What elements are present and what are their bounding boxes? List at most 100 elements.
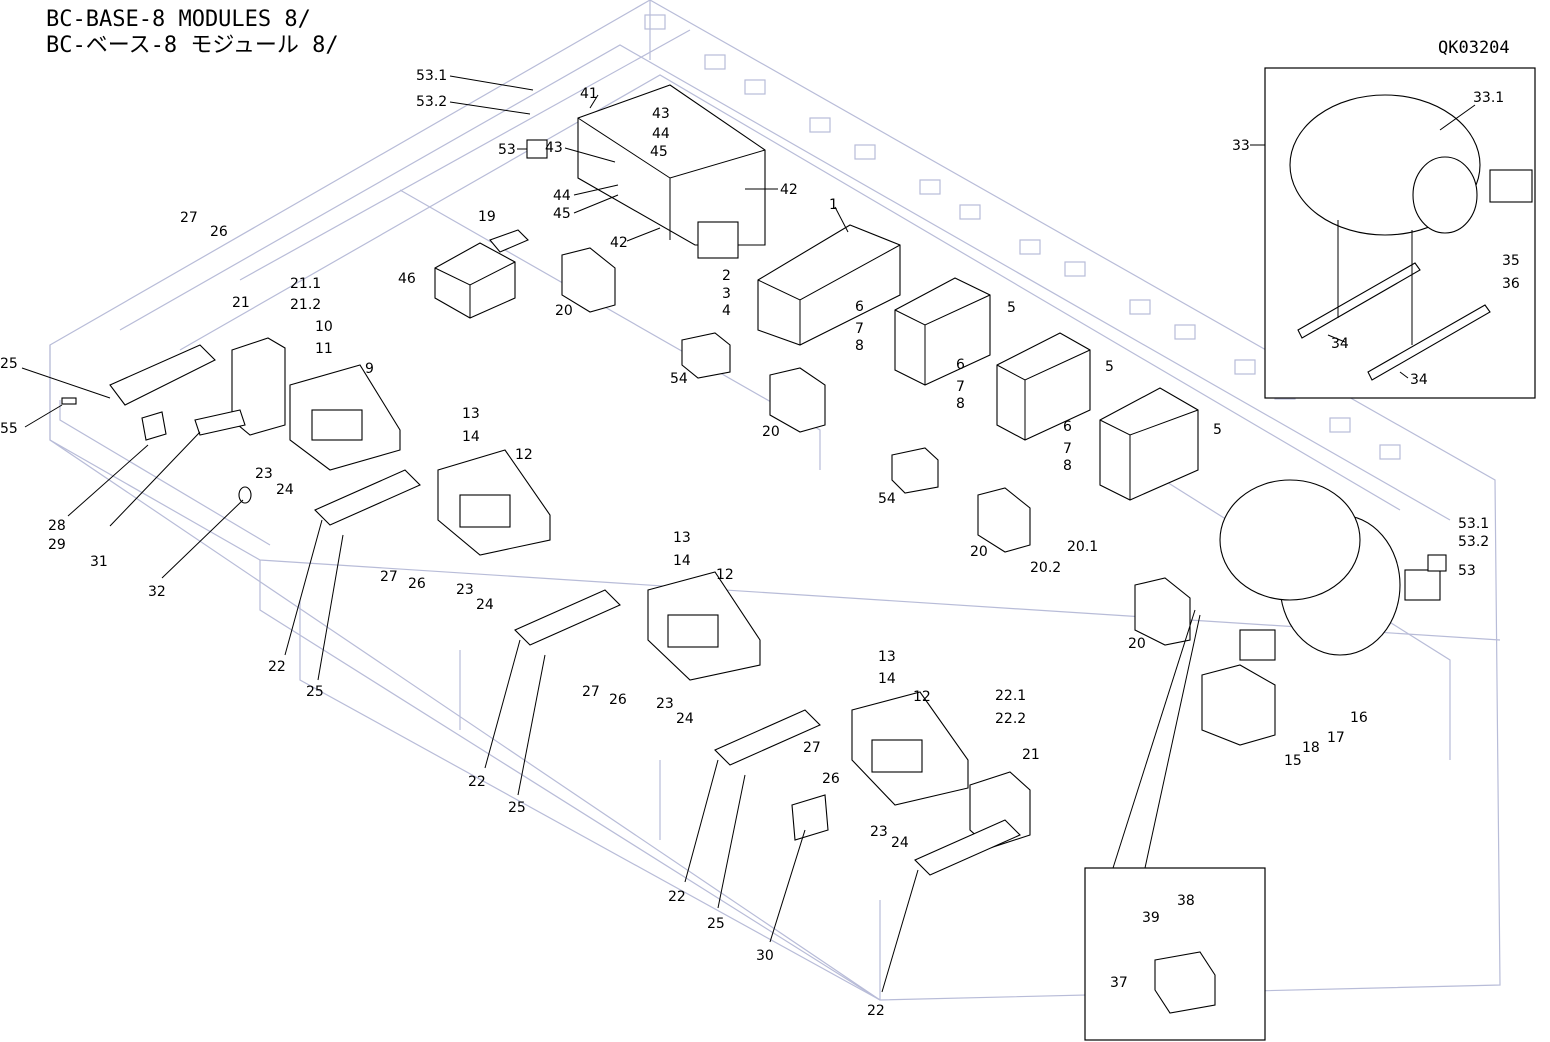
- callout: 5: [1007, 300, 1016, 316]
- leader-lines: [21, 75, 1476, 993]
- callout: 14: [673, 553, 691, 569]
- callout: 27: [582, 684, 600, 700]
- callout: 38: [1177, 893, 1195, 909]
- callout: 27: [180, 210, 198, 226]
- drawing-title-jp: BC-ベース-8 モジュール 8/: [46, 33, 339, 58]
- callout: 33: [1232, 138, 1250, 154]
- callout: 53.2: [416, 94, 447, 110]
- callout: 17: [1327, 730, 1345, 746]
- callout: 7: [1063, 441, 1072, 457]
- callout: 8: [855, 338, 864, 354]
- callout: 22.1: [995, 688, 1026, 704]
- callout: 9: [365, 361, 374, 377]
- callout: 26: [210, 224, 228, 240]
- callout: 46: [398, 271, 416, 287]
- callout: 43: [652, 106, 670, 122]
- callout: 20: [762, 424, 780, 440]
- callout: 33.1: [1473, 90, 1504, 106]
- callout: 25: [0, 356, 18, 372]
- callout: 45: [650, 144, 668, 160]
- callout: 44: [553, 188, 571, 204]
- callout: 13: [673, 530, 691, 546]
- callout: 24: [676, 711, 694, 727]
- callout: 32: [148, 584, 166, 600]
- callout: 25: [508, 800, 526, 816]
- callout: 54: [878, 491, 896, 507]
- callout: 45: [553, 206, 571, 222]
- parts: [61, 84, 1447, 876]
- callout: 25: [306, 684, 324, 700]
- callout: 5: [1105, 359, 1114, 375]
- callout: 1: [829, 197, 838, 213]
- callout: 53: [1458, 563, 1476, 579]
- callout: 8: [1063, 458, 1072, 474]
- callout: 31: [90, 554, 108, 570]
- callout: 14: [878, 671, 896, 687]
- callout: 36: [1502, 276, 1520, 292]
- callout: 42: [610, 235, 628, 251]
- callout: 24: [891, 835, 909, 851]
- callout: 53.1: [416, 68, 447, 84]
- callout: 22: [468, 774, 486, 790]
- callout: 30: [756, 948, 774, 964]
- callout: 42: [780, 182, 798, 198]
- callout: 20.2: [1030, 560, 1061, 576]
- callout: 20: [555, 303, 573, 319]
- callout: 13: [878, 649, 896, 665]
- callout: 53: [498, 142, 516, 158]
- callout: 23: [656, 696, 674, 712]
- callout: 20.1: [1067, 539, 1098, 555]
- callout: 4: [722, 303, 731, 319]
- callout: 23: [255, 466, 273, 482]
- callout: 34: [1331, 336, 1349, 352]
- callout: 22.2: [995, 711, 1026, 727]
- callout: 10: [315, 319, 333, 335]
- callout: 21: [1022, 747, 1040, 763]
- callout: 26: [609, 692, 627, 708]
- base-frame: [49, 0, 1501, 1001]
- callout: 29: [48, 537, 66, 553]
- callout: 12: [913, 689, 931, 705]
- callout: 39: [1142, 910, 1160, 926]
- callout: 21.2: [290, 297, 321, 313]
- callout: 37: [1110, 975, 1128, 991]
- callout: 28: [48, 518, 66, 534]
- callout: 20: [1128, 636, 1146, 652]
- callout: 34: [1410, 372, 1428, 388]
- callout: 25: [707, 916, 725, 932]
- callout: 53.2: [1458, 534, 1489, 550]
- callout: 35: [1502, 253, 1520, 269]
- callout: 8: [956, 396, 965, 412]
- callout: 7: [956, 379, 965, 395]
- callout: 27: [380, 569, 398, 585]
- drawing-title-en: BC-BASE-8 MODULES 8/: [46, 7, 311, 32]
- callout: 55: [0, 421, 18, 437]
- callout: 53.1: [1458, 516, 1489, 532]
- callout: 6: [855, 299, 864, 315]
- callout: 24: [476, 597, 494, 613]
- callout: 43: [545, 140, 563, 156]
- callout: 2: [722, 268, 731, 284]
- callout: 19: [478, 209, 496, 225]
- callout: 26: [408, 576, 426, 592]
- callout: 12: [716, 567, 734, 583]
- callout: 20: [970, 544, 988, 560]
- callout: 7: [855, 321, 864, 337]
- callout: 21.1: [290, 276, 321, 292]
- callout: 44: [652, 126, 670, 142]
- callout: 13: [462, 406, 480, 422]
- callout: 16: [1350, 710, 1368, 726]
- callout: 27: [803, 740, 821, 756]
- inset-bracket-detail: [1084, 609, 1266, 1041]
- callout: 5: [1213, 422, 1222, 438]
- callout: 3: [722, 286, 731, 302]
- callout: 23: [870, 824, 888, 840]
- callout: 41: [580, 86, 598, 102]
- callout: 21: [232, 295, 250, 311]
- inset-pump-detail: [1264, 67, 1536, 399]
- callout: 14: [462, 429, 480, 445]
- drawing-code: QK03204: [1438, 38, 1510, 58]
- callout: 23: [456, 582, 474, 598]
- callout: 54: [670, 371, 688, 387]
